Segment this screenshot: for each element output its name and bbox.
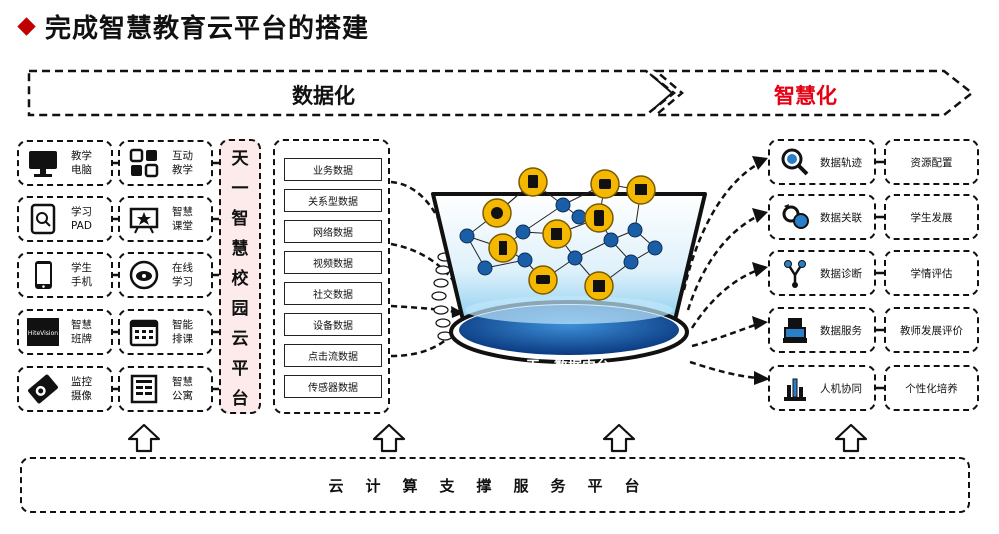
banner-left-label: 数据化 — [292, 84, 355, 108]
classroom-icon — [126, 201, 162, 237]
data-item[interactable]: 视频数据 — [284, 251, 382, 274]
phone-icon — [25, 257, 61, 293]
device-card[interactable]: HiteVision 智慧 班牌 — [17, 309, 113, 355]
magnifier-icon — [780, 147, 810, 177]
camera-icon — [25, 371, 61, 407]
platform-char: 平 — [231, 359, 249, 380]
data-item[interactable]: 点击流数据 — [284, 344, 382, 367]
smart-function-label: 数据诊断 — [820, 267, 862, 280]
device-label: 学习 PAD — [71, 206, 92, 232]
brand-text: HiteVision — [28, 330, 58, 337]
device-label: 智慧 课堂 — [172, 206, 193, 232]
data-item[interactable]: 设备数据 — [284, 313, 382, 336]
outcome-card[interactable]: 个性化培养 — [884, 365, 979, 411]
title-diamond-icon — [17, 16, 36, 36]
smart-function-card[interactable]: 数据轨迹 — [768, 139, 876, 185]
smart-function-card[interactable]: 数据诊断 — [768, 250, 876, 296]
smart-function-card[interactable]: 数据服务 — [768, 307, 876, 353]
column-connectors — [112, 161, 120, 391]
collaboration-icon — [780, 373, 810, 403]
online-learning-icon — [126, 257, 162, 293]
class-board-icon: HiteVision — [25, 314, 61, 350]
data-center-label: 天一数据中台 — [526, 359, 610, 375]
banner-right-label: 智慧化 — [774, 84, 837, 108]
output-arrows — [682, 156, 770, 385]
data-center-funnel — [390, 167, 707, 364]
diagnosis-icon — [780, 258, 810, 288]
up-arrow-icon — [602, 423, 636, 453]
smart-function-label: 数据服务 — [820, 324, 862, 337]
platform-vertical-title: 天 一 智 慧 校 园 云 平 台 — [219, 139, 261, 414]
device-label: 智能 排课 — [172, 319, 193, 345]
interactive-icon — [126, 145, 162, 181]
data-item[interactable]: 业务数据 — [284, 158, 382, 181]
platform-char: 天 — [231, 148, 249, 169]
data-source-panel: 业务数据 关系型数据 网络数据 视频数据 社交数据 设备数据 点击流数据 传感器… — [273, 139, 390, 414]
outcome-connectors — [875, 160, 885, 390]
smart-function-card[interactable]: 人机协同 — [768, 365, 876, 411]
device-card[interactable]: 学生 手机 — [17, 252, 113, 298]
cloud-platform-label: 云计算支撑服务平台 — [328, 476, 662, 495]
device-card[interactable]: 监控 摄像 — [17, 366, 113, 412]
up-arrow-icon — [834, 423, 868, 453]
cloud-platform-bar: 云计算支撑服务平台 — [20, 457, 970, 513]
data-item[interactable]: 传感器数据 — [284, 375, 382, 398]
data-item[interactable]: 社交数据 — [284, 282, 382, 305]
smart-function-card[interactable]: 数据关联 — [768, 194, 876, 240]
up-arrow-icon — [372, 423, 406, 453]
data-item[interactable]: 网络数据 — [284, 220, 382, 243]
outcome-card[interactable]: 资源配置 — [884, 139, 979, 185]
monitor-icon — [25, 145, 61, 181]
data-item[interactable]: 关系型数据 — [284, 189, 382, 212]
device-label: 监控 摄像 — [71, 376, 92, 402]
service-icon — [780, 315, 810, 345]
device-card[interactable]: 智慧 课堂 — [118, 196, 213, 242]
platform-char: 台 — [231, 389, 249, 410]
smart-function-label: 数据轨迹 — [820, 156, 862, 169]
page-title-row: 完成智慧教育云平台的搭建 — [14, 6, 369, 46]
link-icon — [780, 202, 810, 232]
device-card[interactable]: 在线 学习 — [118, 252, 213, 298]
device-label: 教学 电脑 — [71, 150, 92, 176]
smart-function-label: 人机协同 — [820, 382, 862, 395]
page-title: 完成智慧教育云平台的搭建 — [45, 13, 370, 44]
platform-char: 云 — [231, 329, 249, 350]
device-card[interactable]: 智慧 公寓 — [118, 366, 213, 412]
device-card[interactable]: 互动 教学 — [118, 140, 213, 186]
device-label: 互动 教学 — [172, 150, 193, 176]
column-connectors — [212, 161, 220, 391]
smart-function-label: 数据关联 — [820, 211, 862, 224]
device-card[interactable]: 教学 电脑 — [17, 140, 113, 186]
platform-char: 一 — [231, 178, 249, 199]
outcome-card[interactable]: 学情评估 — [884, 250, 979, 296]
device-card[interactable]: 学习 PAD — [17, 196, 113, 242]
device-card[interactable]: 智能 排课 — [118, 309, 213, 355]
platform-char: 校 — [231, 268, 249, 289]
banner-arrows — [27, 69, 975, 117]
tablet-icon — [25, 201, 61, 237]
outcome-card[interactable]: 教师发展评价 — [884, 307, 979, 353]
up-arrow-icon — [127, 423, 161, 453]
device-label: 智慧 公寓 — [172, 376, 193, 402]
platform-char: 智 — [231, 208, 249, 229]
dormitory-icon — [126, 371, 162, 407]
device-label: 学生 手机 — [71, 262, 92, 288]
platform-char: 慧 — [231, 238, 249, 259]
outcome-card[interactable]: 学生发展 — [884, 194, 979, 240]
device-label: 在线 学习 — [172, 262, 193, 288]
calendar-icon — [126, 314, 162, 350]
platform-char: 园 — [231, 299, 249, 320]
device-label: 智慧 班牌 — [71, 319, 92, 345]
